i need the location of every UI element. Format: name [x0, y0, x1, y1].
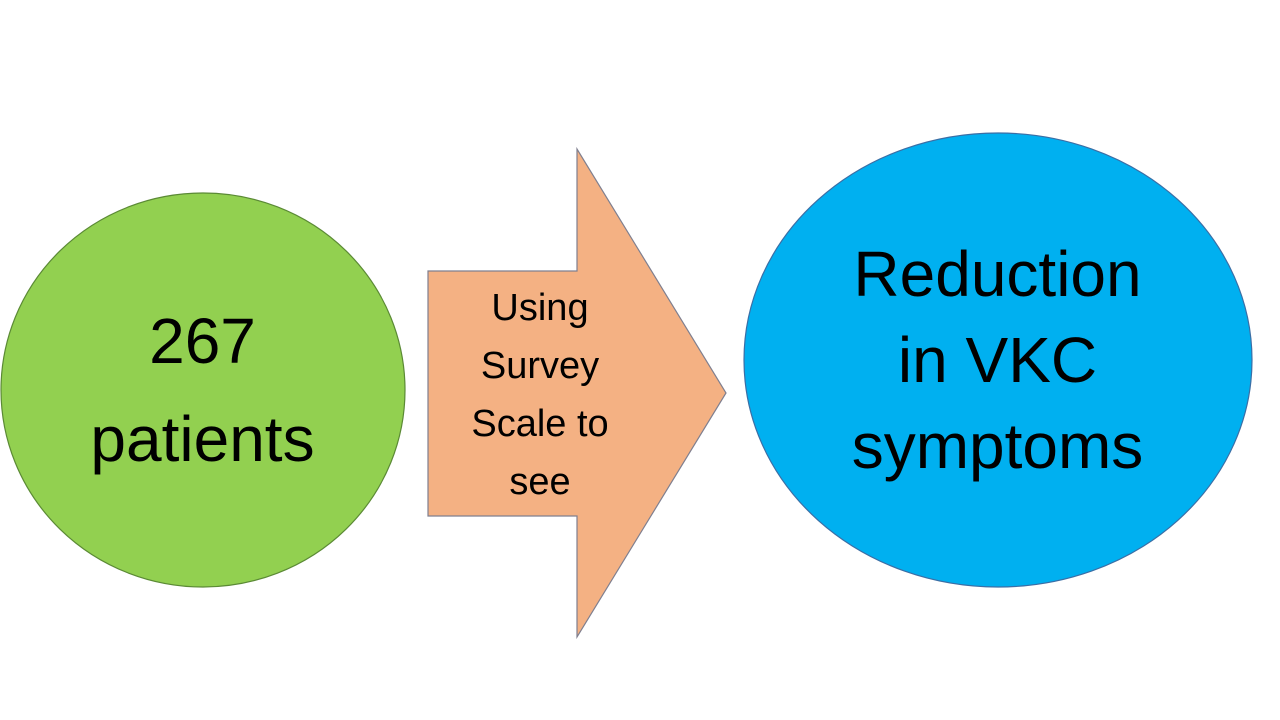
outcome-line-2: in VKC — [897, 324, 1098, 396]
patients-count-line: 267 — [149, 305, 256, 377]
arrow-line-4: see — [509, 461, 571, 503]
arrow-line-2: Survey — [480, 345, 600, 387]
arrow-line-1: Using — [491, 287, 589, 329]
patients-word-line: patients — [90, 403, 315, 475]
outcome-line-1: Reduction — [853, 238, 1142, 310]
arrow-label: Using Survey Scale to see — [430, 280, 650, 510]
patients-label: 267 patients — [40, 290, 365, 490]
outcome-line-3: symptoms — [851, 410, 1144, 482]
process-arrow — [427, 146, 727, 640]
outcome-ellipse — [743, 132, 1253, 588]
patients-circle — [0, 192, 406, 588]
outcome-label: Reduction in VKC symptoms — [760, 220, 1235, 500]
arrow-line-3: Scale to — [471, 403, 609, 445]
